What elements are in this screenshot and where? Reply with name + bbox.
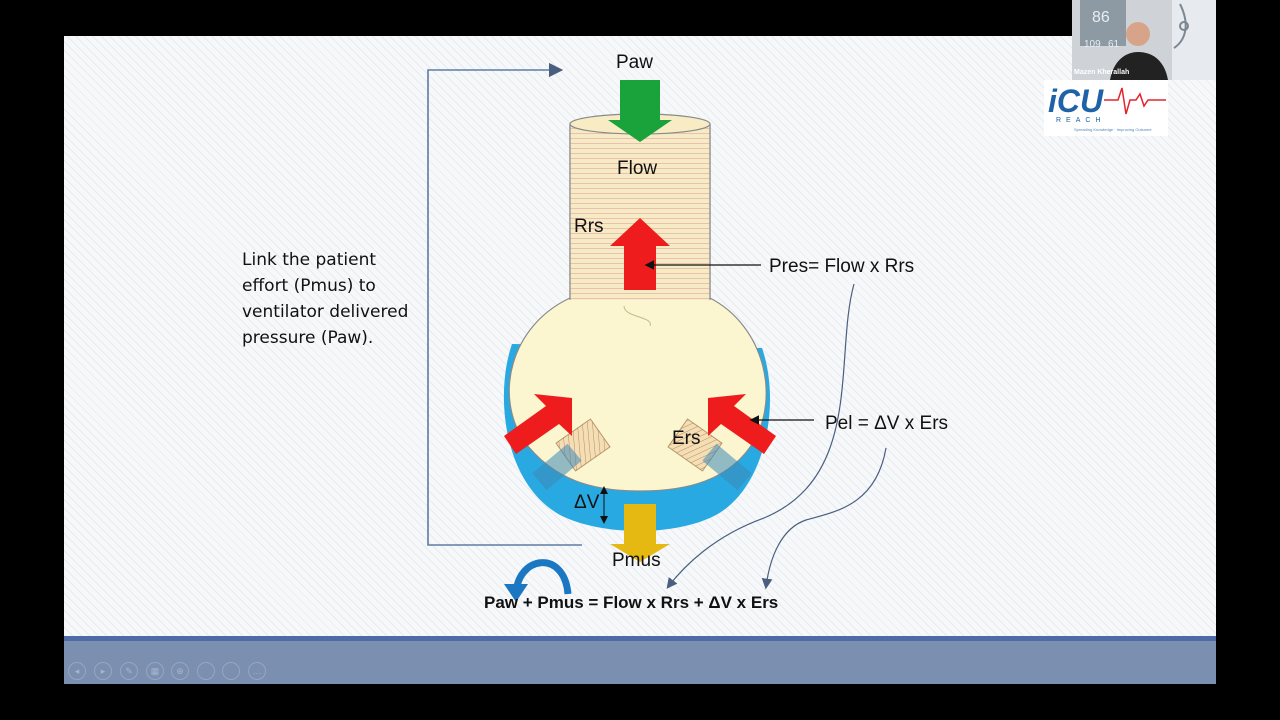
feedback-loop-line (427, 62, 582, 546)
svg-text:Spreading Knowledge · Improvin: Spreading Knowledge · Improving Outcome (1074, 127, 1152, 132)
svg-text:iCU: iCU (1048, 83, 1104, 119)
paw-label: Paw (616, 52, 653, 73)
instruction-line: ventilator delivered (242, 302, 409, 322)
rrs-arrow-red (610, 218, 670, 290)
svg-text:REACH: REACH (1056, 117, 1106, 124)
pmus-arrow-yellow (610, 504, 670, 562)
zoom-icon[interactable]: ⊕ (171, 662, 189, 680)
speaker-video-frame: 86 109 61 (1072, 0, 1216, 80)
svg-text:61: 61 (1108, 39, 1120, 50)
svg-text:109: 109 (1084, 39, 1101, 50)
respiratory-model-diagram: Paw Flow Rrs Pres= Flow x Rrs Ers Pel = … (427, 52, 948, 612)
instruction-line: effort (Pmus) to (242, 276, 376, 296)
previous-icon[interactable]: ◂ (68, 662, 86, 680)
pen-icon[interactable]: ✎ (120, 662, 138, 680)
svg-text:86: 86 (1092, 9, 1110, 26)
icu-reach-logo: iCU REACH Spreading Knowledge · Improvin… (1044, 80, 1168, 136)
delta-v-label: ΔV (574, 492, 600, 513)
recycle-arrow (512, 559, 572, 597)
pres-to-flow-curve (666, 283, 855, 589)
paw-arrow-green (608, 80, 672, 142)
rrs-label: Rrs (574, 216, 604, 237)
slides-icon[interactable]: ▦ (146, 662, 164, 680)
speaker-video-tile[interactable]: 86 109 61 (1072, 0, 1216, 80)
instruction-text: Link the patient effort (Pmus) to ventil… (242, 247, 442, 351)
ers-arrow-right (708, 394, 776, 454)
main-equation: Paw + Pmus = Flow x Rrs + ΔV x Ers (484, 593, 778, 612)
pmus-label: Pmus (612, 550, 661, 571)
logo-graphic: iCU REACH Spreading Knowledge · Improvin… (1048, 83, 1166, 132)
blank-1-icon[interactable] (197, 662, 215, 680)
instruction-line: pressure (Paw). (242, 328, 374, 348)
presentation-slide: Paw Flow Rrs Pres= Flow x Rrs Ers Pel = … (64, 36, 1216, 636)
pres-equation: Pres= Flow x Rrs (769, 256, 914, 277)
next-icon[interactable]: ▸ (94, 662, 112, 680)
more-icon[interactable]: … (248, 662, 266, 680)
instruction-line: Link the patient (242, 250, 377, 270)
blank-2-icon[interactable] (222, 662, 240, 680)
ers-label: Ers (672, 428, 701, 449)
flow-label: Flow (617, 158, 657, 179)
ers-arrow-left (504, 394, 572, 454)
participant-name: Mazen Kherallah (1074, 69, 1130, 76)
pel-to-ers-curve (761, 447, 887, 590)
pel-equation: Pel = ΔV x Ers (825, 413, 948, 434)
